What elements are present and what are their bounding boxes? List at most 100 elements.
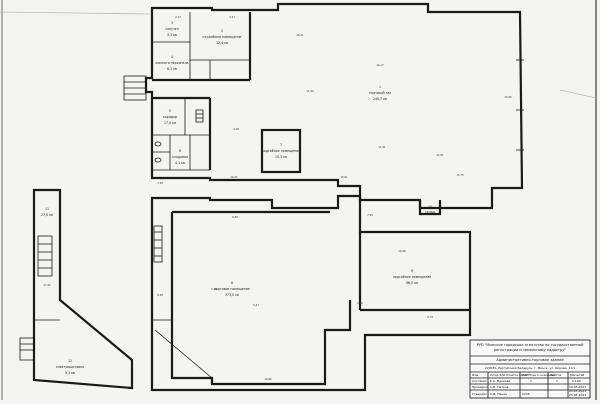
dimension: 10,91: [340, 175, 348, 179]
upper-building: [123, 2, 524, 216]
stamp-code: 2036: [522, 392, 530, 396]
room-name: комната персонала: [156, 61, 189, 65]
stamp-address: 220030, Республика Беларусь, г. Минск, у…: [485, 366, 575, 370]
stamp-date: 25.05.2023: [569, 393, 586, 397]
dimension: 3,30: [157, 181, 163, 185]
dimension: 6,80: [232, 215, 238, 219]
room-area: 27,0 кв: [41, 213, 53, 217]
fold-line: [0, 11, 151, 15]
entrance-vestibule: [418, 200, 442, 216]
stamp-name: Е.А. Макеева: [490, 379, 511, 383]
dimension-labels: 2,17 3,27 18,21 14,17 11,89 24,81 34,95 …: [43, 15, 512, 381]
room-labels: 1 торговый зал 240,7 кв 2 служебное поме…: [41, 21, 436, 375]
room-number: 6: [179, 149, 181, 153]
ramp-line: [154, 329, 213, 379]
room-area: 373,0 кв: [225, 293, 239, 297]
stamp-name: С.П. Петров: [490, 385, 509, 389]
room-number: 8: [231, 281, 233, 285]
room-name: торговый зал: [369, 91, 392, 95]
dimension: 34,95: [504, 95, 512, 99]
room-number: 9: [411, 269, 413, 273]
room-number: 3: [171, 21, 173, 25]
stamp-date: 25.05.2023: [569, 389, 586, 393]
room-name: подсобное помещение: [393, 275, 431, 279]
room-area: 96,0 кв: [406, 281, 418, 285]
room-number: 2: [221, 29, 223, 33]
room-area: 15,3 кв: [275, 155, 287, 159]
room-name: коридор: [163, 115, 177, 119]
room-name: подсобное помещение: [262, 149, 300, 153]
room-name: склад: [425, 210, 436, 214]
room-number: 10: [428, 205, 432, 209]
toilet-icon: [154, 157, 162, 163]
room-name: торговое помещение: [214, 287, 250, 291]
toilet-icon: [154, 141, 162, 147]
central-core-room: [260, 128, 302, 174]
room-name: электрощитовая: [56, 365, 84, 369]
stamp-name: С.И. Панин: [490, 392, 507, 396]
room-area: 12,4 кв: [216, 41, 228, 45]
stamp-col-sheet: Лист: [522, 373, 530, 377]
left-building: [19, 188, 134, 390]
lower-building: [150, 194, 472, 392]
room-number: 1: [379, 85, 381, 89]
room-name: санузел: [165, 27, 178, 31]
stamp-role: Проверил: [472, 385, 487, 389]
dimension: 14,17: [376, 63, 384, 67]
dimension: 10,21: [230, 175, 238, 179]
room-number: 5: [169, 109, 171, 113]
stamp-date: 19.05.2023: [569, 385, 586, 389]
dimension: 5,47: [253, 303, 259, 307]
fold-line: [559, 89, 597, 99]
stamp-sheets-total: 1: [556, 379, 558, 383]
dimension: 12,82: [264, 377, 272, 381]
room-area: 4,1 кв: [175, 161, 185, 165]
room-area: 17,0 кв: [164, 121, 176, 125]
dimension: 17,95: [43, 283, 51, 287]
stamp-col-scale: Масштаб: [570, 373, 584, 377]
room-number: 4: [171, 55, 173, 59]
inner-wall: [170, 212, 352, 386]
room-number: 12: [68, 359, 72, 363]
stair-icon: [195, 109, 204, 123]
dimension: 4,16: [233, 127, 239, 131]
dimension: 8,38: [157, 293, 163, 297]
dimension: 2,26: [211, 287, 217, 291]
dimension: 3,27: [229, 15, 235, 19]
dimension: 3,79: [427, 315, 433, 319]
room-area: 240,7 кв: [373, 97, 387, 101]
room-name: служебное помещение: [203, 35, 242, 39]
stamp-role: Составил: [472, 379, 487, 383]
building-outline: [150, 194, 472, 392]
dimension: 18,21: [296, 33, 304, 37]
dimension: 1,60: [357, 301, 363, 305]
stamp-row1: Литер ФЛА Отметка ±0,000 Этаж 1, цокольн…: [490, 373, 556, 377]
dimension: 13,75: [456, 173, 464, 177]
room-name: кладовая: [172, 155, 188, 159]
stair-icon: [37, 235, 53, 277]
stamp-scale-value: 1:100: [572, 379, 581, 383]
stamp-sheet-number: 1: [530, 379, 532, 383]
room-number: 7: [280, 143, 282, 147]
title-block-frame: [469, 339, 591, 399]
stamp-col-sheets: Листов: [550, 373, 561, 377]
dimension: 11,81: [378, 145, 386, 149]
dimension: 2,17: [175, 15, 181, 19]
stamp-subtitle: Административно-торговое здание: [496, 358, 564, 362]
dimension: 11,89: [306, 89, 314, 93]
building-outline: [32, 188, 134, 390]
stair-icon: [153, 225, 163, 263]
room-number: 11: [45, 207, 49, 211]
entrance-stairs: [19, 337, 35, 361]
stamp-role: Утвердил: [472, 392, 487, 396]
title-block: РУП "Минское городское агентство по госу…: [469, 339, 591, 399]
stamp-org-line2: регистрации и земельному кадастру": [494, 348, 567, 352]
room-area: 9,3 кв: [65, 371, 75, 375]
dimension: 7,95: [367, 213, 373, 217]
room-area: 8,3 кв: [167, 67, 177, 71]
stamp-org-line1: РУП "Минское городское агентство по госу…: [477, 343, 585, 347]
dimension: 24,81: [436, 153, 444, 157]
dimension: 19,90: [398, 249, 406, 253]
